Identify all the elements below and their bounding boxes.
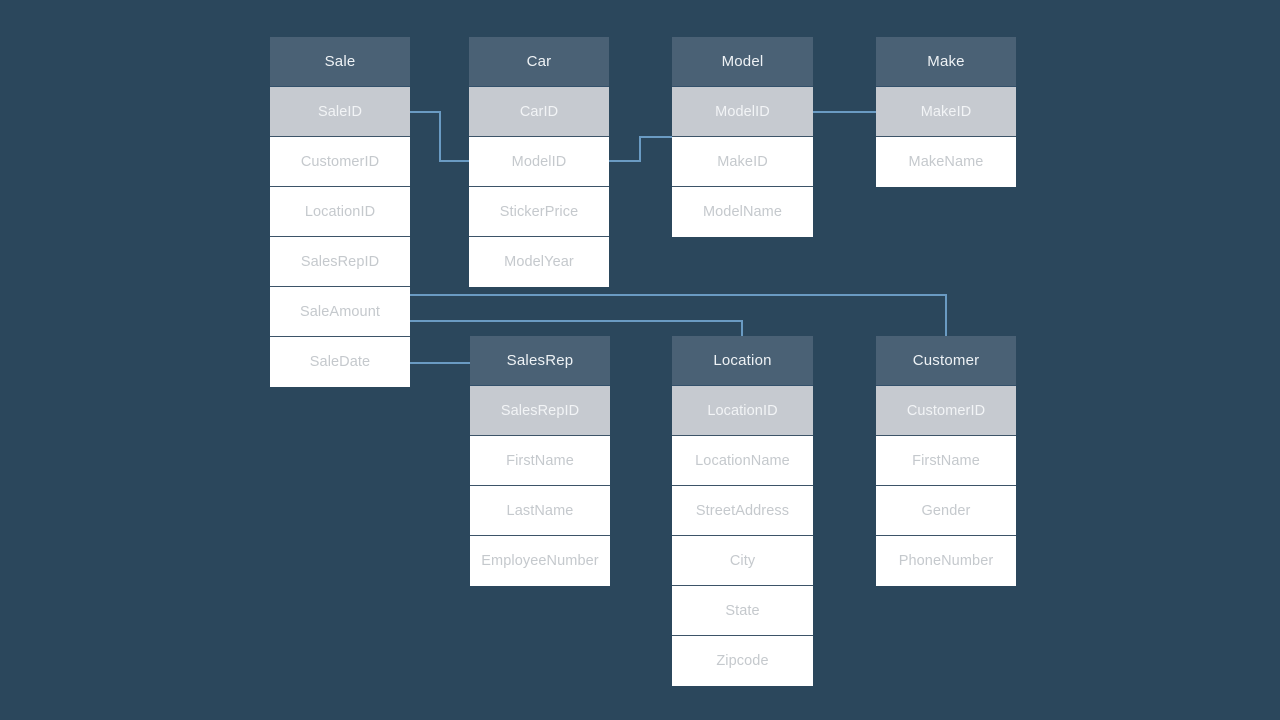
attribute-row-saleamount[interactable]: SaleAmount: [270, 287, 410, 337]
attribute-row-modelyear[interactable]: ModelYear: [469, 237, 609, 287]
entity-title-model: Model: [672, 37, 813, 87]
relationship-line-sale-to-location: [410, 320, 743, 336]
entity-title-car: Car: [469, 37, 609, 87]
attribute-row-employeenumber[interactable]: EmployeeNumber: [470, 536, 610, 586]
attribute-row-city[interactable]: City: [672, 536, 813, 586]
attribute-row-modelid[interactable]: ModelID: [469, 137, 609, 187]
attribute-row-carid[interactable]: CarID: [469, 87, 609, 137]
attribute-row-phonenumber[interactable]: PhoneNumber: [876, 536, 1016, 586]
attribute-row-modelid[interactable]: ModelID: [672, 87, 813, 137]
entity-title-location: Location: [672, 336, 813, 386]
relationship-line-sale-to-customer: [410, 294, 947, 336]
attribute-row-firstname[interactable]: FirstName: [876, 436, 1016, 486]
attribute-row-customerid[interactable]: CustomerID: [270, 137, 410, 187]
entity-title-salesrep: SalesRep: [470, 336, 610, 386]
attribute-row-streetaddress[interactable]: StreetAddress: [672, 486, 813, 536]
attribute-row-modelname[interactable]: ModelName: [672, 187, 813, 237]
attribute-row-lastname[interactable]: LastName: [470, 486, 610, 536]
entity-title-make: Make: [876, 37, 1016, 87]
attribute-row-zipcode[interactable]: Zipcode: [672, 636, 813, 686]
relationship-line-car-to-model: [609, 136, 672, 162]
attribute-row-stickerprice[interactable]: StickerPrice: [469, 187, 609, 237]
attribute-row-makename[interactable]: MakeName: [876, 137, 1016, 187]
entity-title-sale: Sale: [270, 37, 410, 87]
attribute-row-salesrepid[interactable]: SalesRepID: [470, 386, 610, 436]
attribute-row-salesrepid[interactable]: SalesRepID: [270, 237, 410, 287]
relationship-line-car-to-sale: [410, 111, 469, 162]
attribute-row-saleid[interactable]: SaleID: [270, 87, 410, 137]
attribute-row-locationid[interactable]: LocationID: [270, 187, 410, 237]
attribute-row-customerid[interactable]: CustomerID: [876, 386, 1016, 436]
attribute-row-locationid[interactable]: LocationID: [672, 386, 813, 436]
attribute-row-makeid[interactable]: MakeID: [672, 137, 813, 187]
attribute-row-locationname[interactable]: LocationName: [672, 436, 813, 486]
attribute-row-gender[interactable]: Gender: [876, 486, 1016, 536]
attribute-row-firstname[interactable]: FirstName: [470, 436, 610, 486]
attribute-row-saledate[interactable]: SaleDate: [270, 337, 410, 387]
entity-title-customer: Customer: [876, 336, 1016, 386]
attribute-row-state[interactable]: State: [672, 586, 813, 636]
attribute-row-makeid[interactable]: MakeID: [876, 87, 1016, 137]
